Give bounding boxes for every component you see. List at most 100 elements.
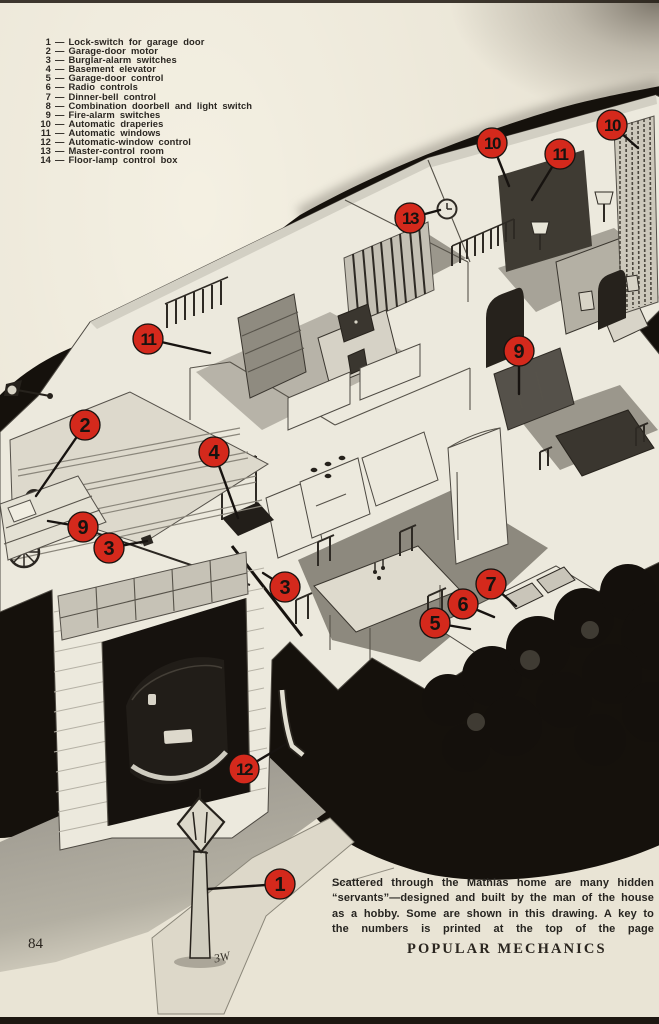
legend-separator: — bbox=[55, 36, 65, 47]
marker-circle bbox=[269, 571, 301, 603]
legend-separator: — bbox=[55, 99, 65, 111]
legend-number: 2 bbox=[45, 45, 51, 57]
marker-number: 12 bbox=[236, 760, 253, 779]
legend-label: Garage-door control bbox=[68, 72, 164, 84]
marker-circle bbox=[447, 588, 479, 620]
legend-label: Garage-door motor bbox=[68, 45, 159, 57]
legend-number: 8 bbox=[45, 99, 51, 111]
legend-number: 7 bbox=[45, 90, 51, 102]
marker-number: 2 bbox=[79, 415, 90, 437]
legend-separator: — bbox=[55, 136, 65, 148]
legend-label: Combination doorbell and light switch bbox=[68, 99, 253, 111]
marker-number: 11 bbox=[553, 145, 569, 164]
legend-label: Basement elevator bbox=[68, 63, 156, 75]
legend-separator: — bbox=[55, 126, 65, 138]
legend-separator: — bbox=[55, 72, 65, 84]
marker-number: 4 bbox=[208, 442, 220, 464]
marker-circle bbox=[394, 202, 426, 234]
legend-number: 5 bbox=[45, 72, 51, 84]
legend-label: Master-control room bbox=[68, 145, 164, 157]
legend-label: Dinner-bell control bbox=[68, 90, 157, 102]
legend-separator: — bbox=[55, 154, 65, 166]
legend-number: 14 bbox=[40, 154, 51, 166]
callout-marker-9: 9 bbox=[46, 511, 99, 543]
legend: 1—Lock-switch for garage door 2—Garage-d… bbox=[36, 37, 253, 165]
legend-item: 11 —Automatic windows bbox=[36, 128, 252, 137]
legend-item: 1 —Lock-switch for garage door bbox=[36, 37, 252, 46]
marker-circle bbox=[228, 753, 260, 785]
marker-number: 9 bbox=[77, 517, 88, 539]
callout-marker-10: 10 bbox=[476, 127, 511, 188]
marker-circle bbox=[544, 138, 576, 170]
legend-label: Automatic draperies bbox=[68, 117, 164, 129]
marker-circle bbox=[419, 607, 451, 639]
marker-number: 9 bbox=[513, 341, 524, 363]
page-number: 84 bbox=[28, 936, 43, 952]
legend-item: 7—Dinner-bell control bbox=[36, 90, 252, 102]
kitchen bbox=[265, 343, 620, 667]
caption: Scattered through the Mathias home are m… bbox=[332, 877, 654, 936]
legend-number: 9 bbox=[45, 108, 51, 120]
callout-marker-13: 13 bbox=[394, 202, 442, 234]
legend-item: 2—Garage-door motor bbox=[36, 46, 252, 55]
legend-separator: — bbox=[55, 145, 65, 157]
legend-item: 12 —Automatic-window control bbox=[36, 137, 252, 146]
legend-number: 6 bbox=[45, 81, 51, 93]
legend-label: Automatic-window control bbox=[68, 136, 191, 148]
callout-marker-10: 10 bbox=[596, 109, 640, 150]
callout-marker-11: 11 bbox=[530, 138, 576, 202]
legend-label: Burglar-alarm switches bbox=[68, 54, 177, 66]
marker-number: 10 bbox=[604, 116, 621, 135]
marker-number: 3 bbox=[279, 577, 290, 599]
marker-circle bbox=[69, 409, 101, 441]
legend-item: 8 —Combination doorbell and light switch bbox=[36, 99, 253, 111]
marker-circle bbox=[67, 511, 99, 543]
legend-label: Fire-alarm switches bbox=[68, 108, 161, 120]
callout-marker-3: 3 bbox=[93, 532, 149, 564]
legend-number: 12 bbox=[40, 136, 51, 148]
marker-circle bbox=[503, 335, 535, 367]
legend-label: Floor-lamp control box bbox=[68, 154, 178, 166]
legend-item: 10—Automatic draperies bbox=[36, 119, 252, 128]
walk-edge-line bbox=[331, 867, 395, 887]
scan-edge-bottom bbox=[0, 1017, 659, 1024]
legend-label: Radio controls bbox=[68, 81, 138, 93]
marker-number: 6 bbox=[457, 594, 468, 616]
marker-circle bbox=[132, 323, 164, 355]
marker-circle bbox=[475, 568, 507, 600]
callout-marker-2: 2 bbox=[34, 409, 101, 498]
callout-marker-4: 4 bbox=[198, 436, 240, 520]
marker-number: 11 bbox=[141, 330, 157, 349]
marker-number: 3 bbox=[103, 538, 114, 560]
legend-item: 5 —Garage-door control bbox=[36, 73, 252, 82]
legend-item: 14 —Floor-lamp control box bbox=[36, 155, 252, 164]
legend-number: 10 bbox=[40, 117, 51, 129]
car bbox=[126, 657, 228, 785]
callout-marker-5: 5 bbox=[419, 607, 472, 639]
callout-marker-7: 7 bbox=[475, 568, 518, 608]
legend-label: Lock-switch for garage door bbox=[68, 36, 205, 47]
legend-separator: — bbox=[55, 63, 65, 75]
legend-number: 1 bbox=[45, 36, 51, 47]
marker-circle bbox=[93, 532, 125, 564]
legend-separator: — bbox=[55, 108, 65, 120]
control-panel bbox=[343, 221, 435, 329]
living-room bbox=[486, 269, 655, 477]
marker-circle bbox=[198, 436, 230, 468]
legend-separator: — bbox=[55, 54, 65, 66]
legend-separator: — bbox=[55, 81, 65, 93]
callout-marker-6: 6 bbox=[447, 588, 496, 620]
scan-edge-top bbox=[0, 0, 659, 3]
legend-number: 11 bbox=[40, 126, 51, 138]
lamp-post bbox=[174, 789, 226, 968]
callout-marker-12: 12 bbox=[228, 742, 288, 785]
legend-item: 13—Master-control room bbox=[36, 146, 252, 155]
legend-number: 3 bbox=[45, 54, 51, 66]
marker-circle bbox=[596, 109, 628, 141]
marker-number: 13 bbox=[402, 209, 419, 228]
legend-label: Automatic windows bbox=[68, 126, 161, 138]
legend-item: 9 —Fire-alarm switches bbox=[36, 110, 252, 119]
